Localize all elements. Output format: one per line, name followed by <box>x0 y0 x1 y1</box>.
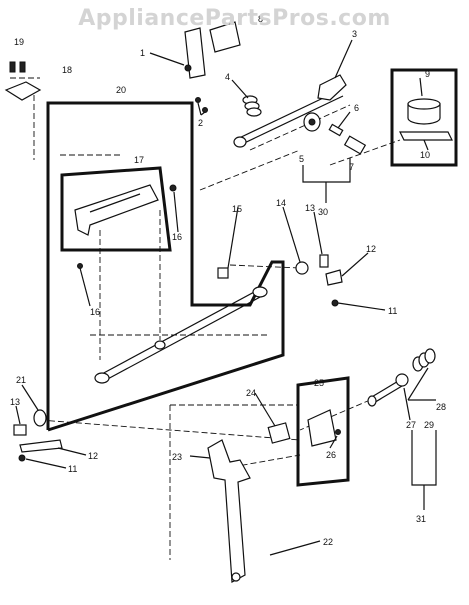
wrench-23 <box>207 439 251 583</box>
callout-5: 5 <box>299 154 304 164</box>
spring-4 <box>242 95 262 117</box>
group-20-outline <box>46 101 285 432</box>
callout-29: 29 <box>424 420 434 430</box>
callout-12a: 12 <box>366 244 376 254</box>
callout-16b: 16 <box>90 307 100 317</box>
callout-15: 15 <box>232 204 242 214</box>
parts-5-6-7 <box>303 112 367 155</box>
callout-1: 1 <box>140 48 145 58</box>
callout-18: 18 <box>62 65 72 75</box>
callout-12b: 12 <box>88 451 98 461</box>
rod-linkage <box>77 263 268 384</box>
bracket-31 <box>411 430 437 486</box>
group-9-outline <box>390 68 458 167</box>
callout-25: 25 <box>314 378 324 388</box>
callout-24: 24 <box>246 388 256 398</box>
callout-28: 28 <box>436 402 446 412</box>
callout-4: 4 <box>225 72 230 82</box>
connector-18-19 <box>4 61 42 101</box>
parts-12-13-14 <box>295 254 343 307</box>
group-17-outline <box>60 166 172 252</box>
callout-27: 27 <box>406 420 416 430</box>
lower-left-parts <box>13 409 63 462</box>
callout-6: 6 <box>354 103 359 113</box>
leader-lines <box>15 39 436 556</box>
watermark: AppliancePartsPros.com <box>78 6 391 31</box>
callout-10: 10 <box>420 150 430 160</box>
callout-13a: 13 <box>305 203 315 213</box>
bracket-30 <box>302 158 351 183</box>
callout-26: 26 <box>326 450 336 460</box>
callout-14: 14 <box>276 198 286 208</box>
callout-19: 19 <box>14 37 24 47</box>
parts-27-28-29 <box>367 348 436 407</box>
bracket-3 <box>317 74 347 101</box>
callout-9: 9 <box>425 69 430 79</box>
parts-24-25-26 <box>267 409 341 447</box>
callout-17: 17 <box>134 155 144 165</box>
callout-7: 7 <box>349 162 354 172</box>
callout-3: 3 <box>352 29 357 39</box>
callout-11a: 11 <box>388 306 397 316</box>
group-25-outline <box>296 376 350 487</box>
callout-20: 20 <box>116 85 126 95</box>
callout-2: 2 <box>198 118 203 128</box>
callout-8: 8 <box>258 14 263 24</box>
motor-assembly-9 <box>399 98 453 141</box>
callout-22: 22 <box>323 537 333 547</box>
callout-30: 30 <box>318 207 328 217</box>
callout-11b: 11 <box>68 464 77 474</box>
callout-16a: 16 <box>172 232 182 242</box>
callout-13b: 13 <box>10 397 20 407</box>
callout-21: 21 <box>16 375 26 385</box>
callout-31: 31 <box>416 514 426 524</box>
callout-23: 23 <box>172 452 182 462</box>
mounting-bracket <box>184 21 241 113</box>
lever-17 <box>74 184 177 236</box>
